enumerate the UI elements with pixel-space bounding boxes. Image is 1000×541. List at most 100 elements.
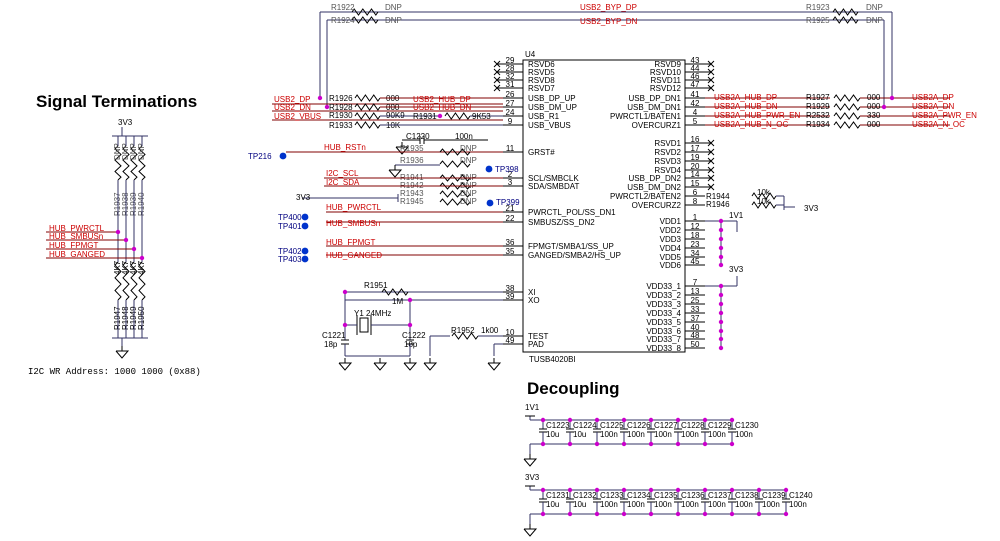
label: DNP [460, 189, 477, 198]
resistor-r1945 [439, 198, 471, 206]
pin-name: VDD33_6 [646, 327, 681, 336]
pin-name: VDD33_8 [646, 344, 681, 353]
label: 18p [324, 340, 338, 349]
no-connect-mark [493, 68, 501, 76]
pin-number: 21 [506, 204, 515, 213]
pin-number: 24 [506, 108, 515, 117]
label: 330 [867, 111, 881, 120]
no-connect-mark [707, 183, 715, 191]
pin-number: 46 [691, 72, 700, 81]
label: R1922 [331, 3, 355, 12]
pin-number: 9 [508, 117, 513, 126]
label: C1222 [402, 331, 426, 340]
cap-value: 100n [735, 500, 753, 509]
junction-dot [718, 336, 724, 342]
pin-name: VDD5 [660, 253, 682, 262]
junction-dot [675, 511, 681, 517]
label: USB2_DP [274, 95, 310, 104]
junction-dot [718, 328, 724, 334]
cap-ref: C1230 [735, 421, 759, 430]
junction-dot [123, 237, 129, 243]
label: 9K53 [472, 112, 491, 121]
decoupling-1v1-rail: 1V1 [525, 403, 540, 412]
pin-name: USB_DP_UP [528, 94, 576, 103]
junction-dot [407, 322, 413, 328]
label: USB2_VBUS [274, 112, 321, 121]
junction-dot [139, 255, 145, 261]
no-connect-mark [707, 139, 715, 147]
pin-name: USB_VBUS [528, 121, 571, 130]
cap-value: 100n [627, 430, 645, 439]
pin-name: VDD6 [660, 261, 682, 270]
label: HUB_SMBUSn [326, 219, 380, 228]
pin-number: 5 [693, 117, 698, 126]
cap-ref: C1237 [708, 491, 732, 500]
junction-dot [702, 487, 708, 493]
resistor-r1927 [833, 94, 861, 102]
junction-dot [718, 218, 724, 224]
resistor-value: 4K7 [121, 260, 130, 275]
cap-ref: C1227 [654, 421, 678, 430]
pin-number: 45 [691, 257, 700, 266]
pin-name: RSVD4 [654, 166, 681, 175]
net-label: USB2_BYP_DP [580, 3, 637, 12]
label: DNP [866, 16, 883, 25]
pin-number: 15 [691, 179, 700, 188]
resistor-r1933 [354, 121, 381, 129]
label: TP403 [278, 255, 302, 264]
resistor-value: DNP [113, 143, 122, 160]
junction-dot [648, 487, 654, 493]
cap-value: 10u [546, 430, 559, 439]
no-connect-mark [707, 157, 715, 165]
pin-name: USB_DP_DN2 [629, 174, 682, 183]
net-label: USB2A_DN [912, 102, 954, 111]
label: USB2_DN [274, 103, 311, 112]
junction-dot [540, 511, 546, 517]
net-label: USB2A_HUB_DP [714, 93, 777, 102]
pin-name: RSVD10 [650, 68, 682, 77]
pin-name: VDD33_1 [646, 282, 681, 291]
cap-ref: C1232 [573, 491, 597, 500]
section-title-decoupling: Decoupling [527, 379, 620, 398]
pin-name: RSVD12 [650, 84, 682, 93]
ground-symbol [487, 362, 502, 371]
pin-number: 50 [691, 340, 700, 349]
label: DNP [460, 156, 477, 165]
label: R1935 [400, 144, 424, 153]
pin-name: RSVD9 [654, 60, 681, 69]
junction-dot [718, 254, 724, 260]
junction-dot [718, 310, 724, 316]
net-label: USB2A_N_OC [912, 120, 965, 129]
pin-name: SDA/SMBDAT [528, 182, 580, 191]
pin-name: PWRCTL1/BATEN1 [610, 112, 682, 121]
pin-name: VDD33_4 [646, 309, 681, 318]
pin-name: FPMGT/SMBA1/SS_UP [528, 242, 614, 251]
junction-dot [889, 95, 895, 101]
junction-dot [567, 417, 573, 423]
label: C1220 [406, 132, 430, 141]
label: R1936 [400, 156, 424, 165]
pin-number: 33 [691, 305, 700, 314]
label: R1924 [331, 16, 355, 25]
junction-dot [718, 227, 724, 233]
junction-dot [621, 417, 627, 423]
cap-ref: C1228 [681, 421, 705, 430]
junction-dot [783, 487, 789, 493]
resistor-r1934 [833, 121, 861, 129]
label: HUB_GANGED [326, 251, 382, 260]
i2c-address-note: I2C WR Address: 1000 1000 (0x88) [28, 367, 201, 377]
resistor-r1951 [381, 288, 409, 296]
resistor-value: 4K7 [137, 260, 146, 275]
label: TP399 [496, 198, 520, 207]
junction-dot [675, 487, 681, 493]
label: R1929 [806, 102, 830, 111]
pin-number: 35 [506, 247, 515, 256]
net-label: USB2_BYP_DN [580, 17, 638, 26]
pin-number: 6 [693, 188, 698, 197]
resistor-r1946 [751, 201, 777, 209]
net-label: HUB_PWRCTL [49, 224, 105, 233]
cap-value: 10u [573, 500, 586, 509]
junction-dot [718, 301, 724, 307]
pin-name: USB_DM_UP [528, 103, 577, 112]
cap-value: 100n [654, 430, 672, 439]
